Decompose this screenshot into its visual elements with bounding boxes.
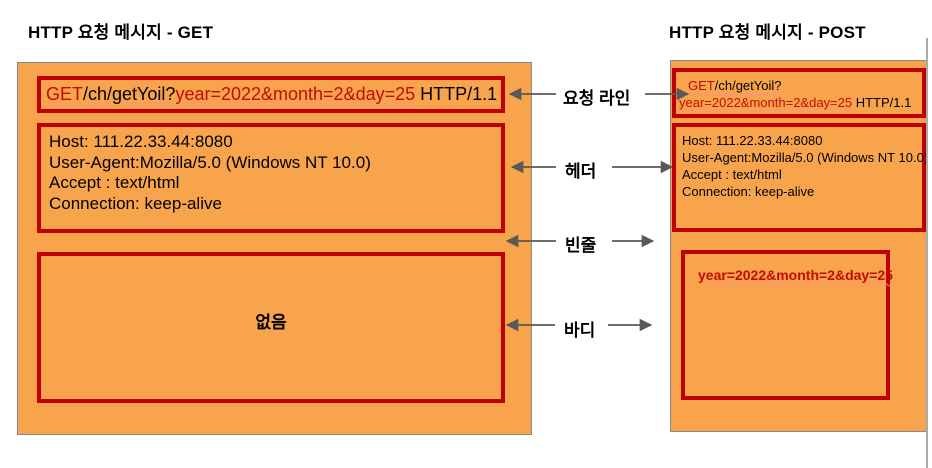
get-path: /ch/getYoil?: [83, 84, 176, 104]
post-header-accept: Accept : text/html: [682, 167, 782, 182]
post-header-user-agent: User-Agent:Mozilla/5.0 (Windows NT 10.0): [682, 150, 929, 165]
label-header: 헤더: [565, 162, 597, 181]
get-body-box: 없음: [37, 252, 505, 403]
post-request-line-1: GET/ch/getYoil?: [676, 77, 922, 94]
post-path: /ch/getYoil?: [714, 78, 782, 93]
post-header-host: Host: 111.22.33.44:8080: [682, 133, 823, 148]
get-header-accept: Accept : text/html: [49, 173, 180, 192]
get-headers-box: Host: 111.22.33.44:8080 User-Agent:Mozil…: [37, 123, 505, 233]
label-request-line: 요청 라인: [563, 89, 631, 108]
get-request-line-box: GET/ch/getYoil?year=2022&month=2&day=25 …: [37, 76, 505, 113]
post-body-box: year=2022&month=2&day=25: [681, 250, 893, 400]
slide-edge-line: [926, 38, 928, 468]
label-blank-line: 빈줄: [565, 236, 597, 255]
get-header-connection: Connection: keep-alive: [49, 193, 222, 213]
get-method: GET: [46, 84, 84, 104]
post-panel-title: HTTP 요청 메시지 - POST: [669, 23, 866, 42]
get-header-host: Host: 111.22.33.44:8080: [49, 132, 233, 151]
post-method: GET: [688, 78, 715, 93]
post-request-line-2: year=2022&month=2&day=25 HTTP/1.1: [676, 94, 922, 111]
get-panel-title: HTTP 요청 메시지 - GET: [28, 23, 214, 42]
post-header-connection: Connection: keep-alive: [682, 184, 815, 199]
post-protocol: HTTP/1.1: [852, 95, 912, 110]
get-body-text: 없음: [255, 313, 287, 332]
get-request-line-text: GET/ch/getYoil?year=2022&month=2&day=25 …: [46, 84, 497, 105]
get-query: year=2022&month=2&day=25: [175, 84, 416, 104]
post-query: year=2022&month=2&day=25: [679, 95, 853, 110]
post-request-line-box: GET/ch/getYoil? year=2022&month=2&day=25…: [672, 68, 926, 118]
label-body: 바디: [564, 321, 596, 340]
post-body-text: year=2022&month=2&day=25: [698, 267, 893, 283]
get-header-user-agent: User-Agent:Mozilla/5.0 (Windows NT 10.0): [49, 152, 371, 172]
post-headers-box: Host: 111.22.33.44:8080 User-Agent:Mozil…: [672, 123, 929, 232]
get-protocol: HTTP/1.1: [415, 84, 498, 104]
